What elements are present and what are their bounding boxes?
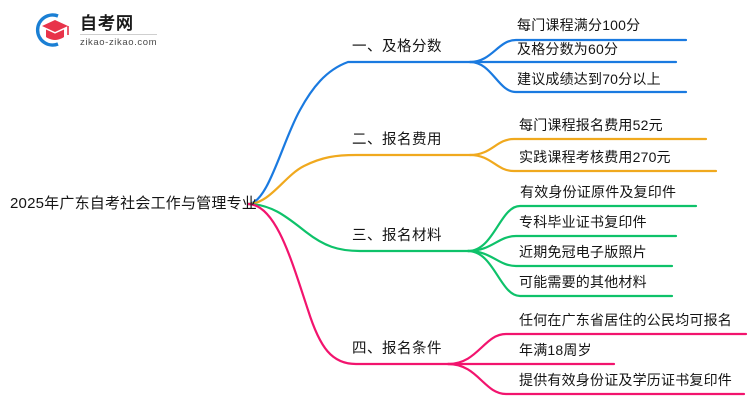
branch-label-4: 四、报名条件 xyxy=(352,341,442,357)
logo-text: 自考网 zikao-zikao.com xyxy=(80,12,158,49)
branch-label-1: 一、及格分数 xyxy=(352,39,442,55)
leaf-label-3-1: 有效身份证原件及复印件 xyxy=(520,184,677,200)
leaf-label-1-2: 及格分数为60分 xyxy=(517,41,619,57)
leaf-label-3-3: 近期免冠电子版照片 xyxy=(519,244,647,260)
branch-label-3: 三、报名材料 xyxy=(352,228,442,244)
leaf-label-1-1: 每门课程满分100分 xyxy=(517,17,641,33)
mindmap-root-label: 2025年广东自考社会工作与管理专业 xyxy=(10,195,257,212)
leaf-label-1-3: 建议成绩达到70分以上 xyxy=(517,71,661,87)
leaf-label-2-1: 每门课程报名费用52元 xyxy=(519,117,663,133)
leaf-label-3-4: 可能需要的其他材料 xyxy=(519,274,647,290)
logo-chinese-name: 自考网 xyxy=(80,14,158,35)
leaf-label-4-3: 提供有效身份证及学历证书复印件 xyxy=(519,372,732,388)
leaf-label-2-2: 实践课程考核费用270元 xyxy=(519,149,671,165)
graduation-cap-icon xyxy=(28,10,74,50)
site-logo: 自考网 zikao-zikao.com xyxy=(28,10,158,50)
leaf-label-3-2: 专科毕业证书复印件 xyxy=(519,214,647,230)
leaf-label-4-1: 任何在广东省居住的公民均可报名 xyxy=(519,312,732,328)
branch-label-2: 二、报名费用 xyxy=(352,132,442,148)
leaf-label-4-2: 年满18周岁 xyxy=(519,342,592,358)
logo-domain: zikao-zikao.com xyxy=(80,36,158,48)
